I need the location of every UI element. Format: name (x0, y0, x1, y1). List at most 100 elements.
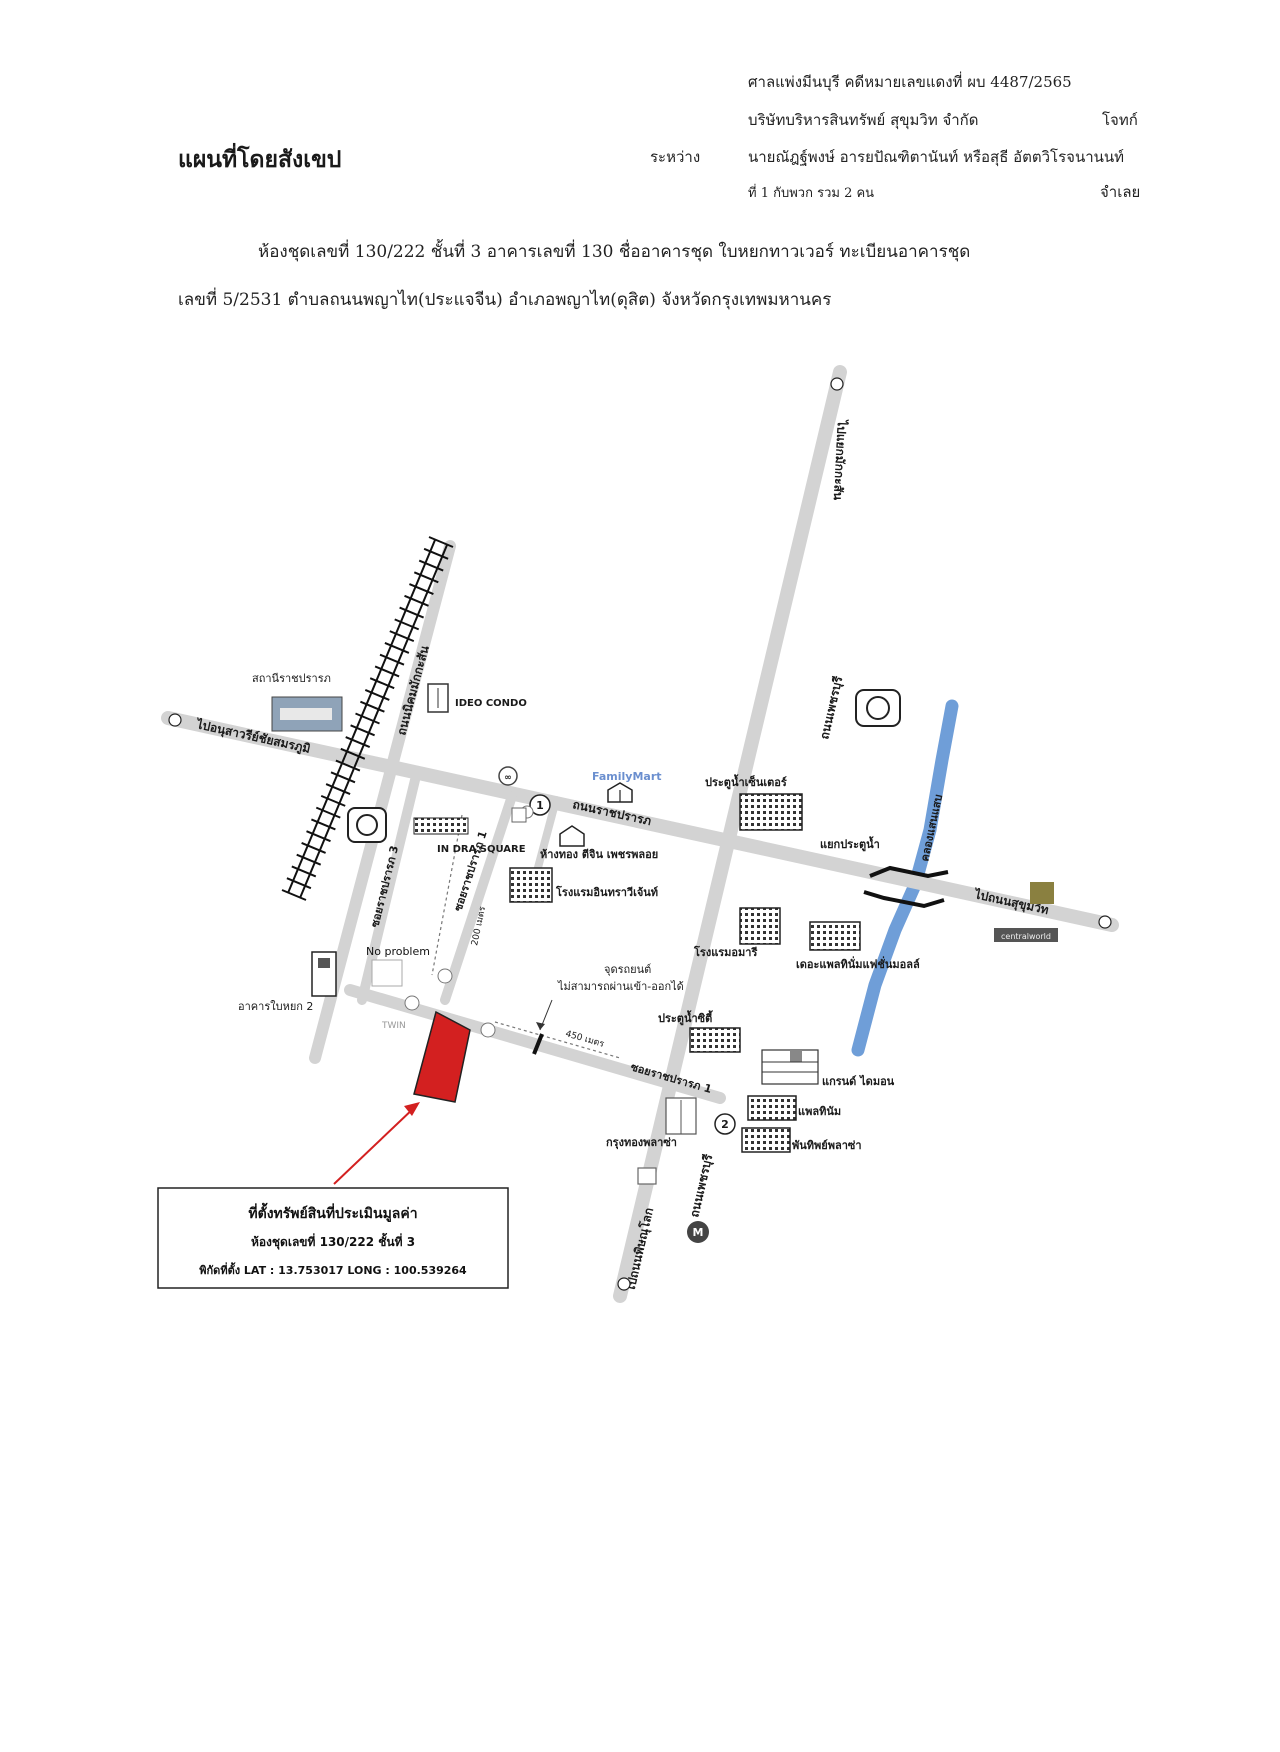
phetchaburi-label: ถนนเพชรบุรี (817, 674, 846, 741)
defendant-role: จำเลย (1100, 183, 1141, 201)
ideo-label: IDEO CONDO (455, 698, 527, 709)
platinum-mall-label: เดอะแพลทินั่มแฟชั่นมอลล์ (796, 956, 920, 971)
arrow-south-icon (617, 1277, 631, 1291)
house-icon (559, 825, 585, 847)
arrow-north-icon (830, 377, 844, 391)
platinum-mall-landmark: เดอะแพลทินั่มแฟชั่นมอลล์ (796, 921, 920, 971)
svg-text:M: M (693, 1226, 704, 1239)
traffic-light-icon (437, 968, 453, 984)
no-problem-landmark: No problem (366, 945, 430, 987)
bank-icon (347, 807, 387, 843)
canal-label: คลองแสนแสบ (918, 793, 945, 862)
rail-tie (311, 818, 336, 831)
building-icon (689, 1027, 741, 1053)
traffic-signals (404, 805, 534, 1038)
traffic-light-icon (480, 1022, 496, 1038)
distance-soi1b-label: 450 เมตร (564, 1029, 605, 1050)
rail-tie (281, 889, 307, 901)
location-info-box: ที่ตั้งทรัพย์สินที่ประเมินมูลค่า ห้องชุด… (157, 1187, 509, 1289)
rail-tie (360, 700, 385, 713)
traffic-light-icon (404, 995, 420, 1011)
rail-tie (291, 865, 317, 878)
ratchaprarop-road (161, 711, 1119, 932)
store-icon (637, 1167, 657, 1185)
junction-2-number: 2 (721, 1118, 729, 1131)
svg-text:∞: ∞ (504, 773, 512, 783)
soi-3 (357, 775, 420, 1005)
amari-landmark: โรงแรมอมารี (693, 907, 781, 959)
plaintiff-name: บริษัทบริหารสินทรัพย์ สุขุมวิท จำกัด (748, 111, 979, 129)
rail-tie (384, 641, 410, 654)
railway (281, 536, 454, 901)
road-network (161, 365, 1119, 1303)
gold-shop-label: ห้างทอง ตีจิน เพชรพลอย (540, 848, 658, 861)
checkpoint-line1: จุดรถยนต์ (604, 963, 651, 976)
building-icon (739, 793, 803, 831)
baiyoke2-landmark: อาคารใบหยก 2 (238, 951, 337, 1013)
krungthong-label: กรุงทองพลาซ่า (606, 1136, 677, 1150)
convenience-store-icon: ∞ (498, 766, 518, 786)
phetchaburi-label-lower: ถนนเพชรบุรี (687, 1152, 716, 1219)
twin-label: TWIN (381, 1021, 406, 1031)
rail-tie (394, 618, 420, 631)
pratunam-center-landmark: ประตูน้ำเซ็นเตอร์ (705, 774, 803, 831)
indra-square-landmark: IN DRA SQUARE (413, 817, 526, 855)
rail-tie (296, 853, 322, 866)
grand-diamond-landmark: แกรนด์ ไดมอน (761, 1049, 895, 1088)
mcdonalds-icon: M (687, 1221, 709, 1243)
to-makkasan-label: ไปแยกมักกะสัน (831, 418, 850, 502)
platinum-label: แพลทินัม (798, 1105, 841, 1118)
familymart-label: FamilyMart (592, 770, 662, 783)
page-title: แผนที่โดยสังเขป (178, 146, 342, 173)
arrow-east-icon (1098, 915, 1112, 929)
baiyoke2-label: อาคารใบหยก 2 (238, 1000, 313, 1013)
site-pointer (333, 1102, 420, 1185)
canal-bridge (863, 865, 949, 909)
building-icon (809, 921, 861, 951)
amari-label: โรงแรมอมารี (693, 945, 757, 959)
location-box-unit: ห้องชุดเลขที่ 130/222 ชั้นที่ 3 (251, 1232, 415, 1250)
rail-tie (374, 665, 400, 678)
rail-tie (364, 689, 390, 701)
indra-hotel-label: โรงแรมอินทราวีเจ้นท์ (555, 885, 658, 899)
rail-tie (350, 724, 375, 737)
building-icon (739, 907, 781, 945)
rail-tie (428, 536, 454, 548)
pantip-label: พันทิพย์พลาซ่า (792, 1139, 862, 1152)
centralworld-label: centralworld (1001, 932, 1051, 941)
indra-square-label: IN DRA SQUARE (437, 844, 526, 855)
pointer-line (333, 1105, 417, 1185)
building-icon (413, 817, 469, 835)
station-landmark: สถานีราชปรารภ (252, 672, 343, 732)
junction-2: 2 (714, 1113, 736, 1135)
description-line-1: ห้องชุดเลขที่ 130/222 ชั้นที่ 3 อาคารเลข… (258, 242, 971, 262)
gold-shop-landmark: ห้างทอง ตีจิน เพชรพลอย (540, 825, 658, 861)
rail-tie (418, 559, 444, 572)
description-line-2: เลขที่ 5/2531 ตำบลถนนพญาไท(ประแจจีน) อำเ… (178, 290, 832, 310)
rail-tie (379, 653, 405, 666)
rail-tie (404, 594, 429, 607)
building-icon (509, 867, 553, 903)
station-label: สถานีราชปรารภ (252, 672, 331, 685)
platinum-landmark: แพลทินัม (747, 1095, 841, 1121)
no-problem-label: No problem (366, 945, 430, 958)
indra-hotel-landmark: โรงแรมอินทราวีเจ้นท์ (509, 867, 658, 903)
centralworld-sign (994, 928, 1058, 942)
pantip-landmark: พันทิพย์พลาซ่า (741, 1127, 862, 1153)
pratunam-junction-label: แยกประตูน้ำ (820, 836, 880, 852)
defendant-name: นายณัฎฐ์พงษ์ อารยปัณฑิตานันท์ หรือสุธี อ… (748, 148, 1125, 166)
rail-tie (320, 794, 346, 807)
rail-tie (286, 877, 312, 890)
makkasan-road (309, 540, 456, 1064)
rail-tie (409, 583, 434, 595)
building-icon (371, 959, 403, 987)
court-case-line: ศาลแพ่งมีนบุรี คดีหมายเลขแดงที่ ผบ 4487/… (748, 73, 1072, 91)
distance-guide-2 (494, 1021, 621, 1059)
pratunam-city-landmark: ประตูน้ำซิตี้ (658, 1010, 741, 1053)
building-icon (747, 1095, 797, 1121)
defendant-note: ที่ 1 กับพวก รวม 2 คน (748, 186, 875, 201)
crossing-bar-icon (532, 1033, 544, 1055)
junction-1-number: 1 (536, 799, 544, 812)
rail-tie (306, 830, 331, 843)
rail-tie (399, 606, 424, 619)
